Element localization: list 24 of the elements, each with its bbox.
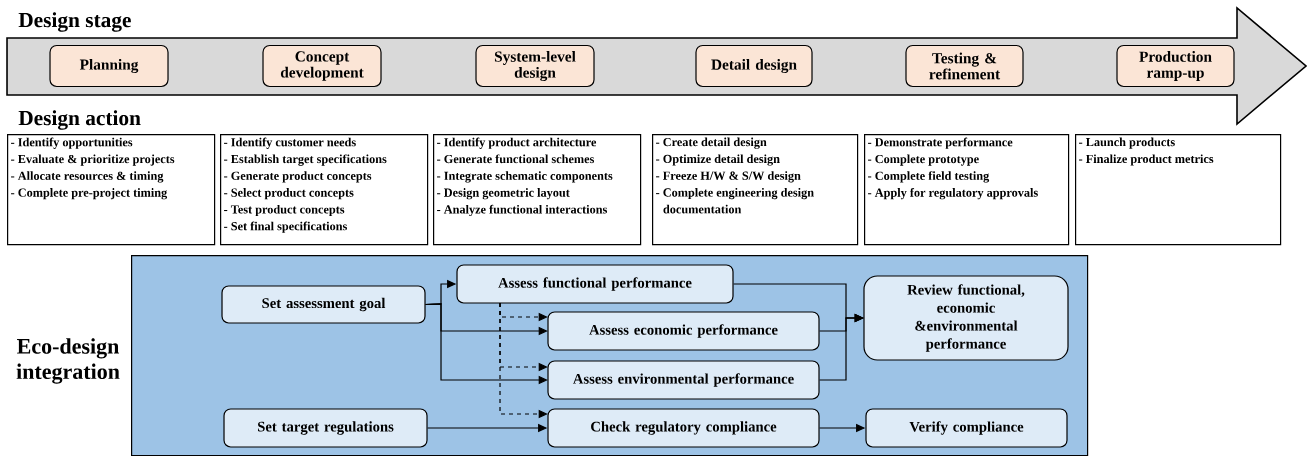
process-box: Assess environmental performance <box>547 360 820 400</box>
action-list-box: - Identify customer needs - Establish target specifications - Generate product concepts - Select product concepts - Test product concepts - Set final specifications <box>220 134 429 246</box>
stage-box: System-level design <box>475 44 595 88</box>
process-box: Assess economic performance <box>547 311 820 351</box>
arrow <box>819 313 864 381</box>
process-box: Set assessment goal <box>221 285 426 324</box>
process-box: Review functional, economic &environmental performance <box>863 275 1069 361</box>
stage-box: Detail design <box>695 44 813 88</box>
process-box: Set target regulations <box>223 408 428 448</box>
process-box: Verify compliance <box>865 408 1068 448</box>
stage-box: Production ramp-up <box>1116 44 1235 88</box>
action-list-box: - Identify product architecture - Generate functional schemes - Integrate schematic components - Design geometric layout - Analyze functional interactions <box>433 134 642 246</box>
section-heading: Design action <box>18 110 141 130</box>
stage-box: Testing & refinement <box>905 44 1024 88</box>
action-list-box: - Launch products - Finalize product metrics <box>1075 134 1282 246</box>
stage-box: Planning <box>49 44 169 88</box>
action-list-box: - Demonstrate performance - Complete prototype - Complete field testing - Apply for regulatory approvals <box>864 134 1070 246</box>
action-list-box: - Identify opportunities - Evaluate & prioritize projects - Allocate resources & timing - Complete pre-project timing <box>7 134 216 246</box>
stage-box: Concept development <box>262 44 382 88</box>
action-list-box: - Create detail design - Optimize detail design - Freeze H/W & S/W design - Complete engineering design documentation <box>652 134 859 246</box>
process-box: Check regulatory compliance <box>547 408 820 448</box>
process-box: Assess functional performance <box>456 264 734 304</box>
side-heading: Eco-design integration <box>16 338 120 384</box>
section-heading: Design stage <box>18 12 131 32</box>
